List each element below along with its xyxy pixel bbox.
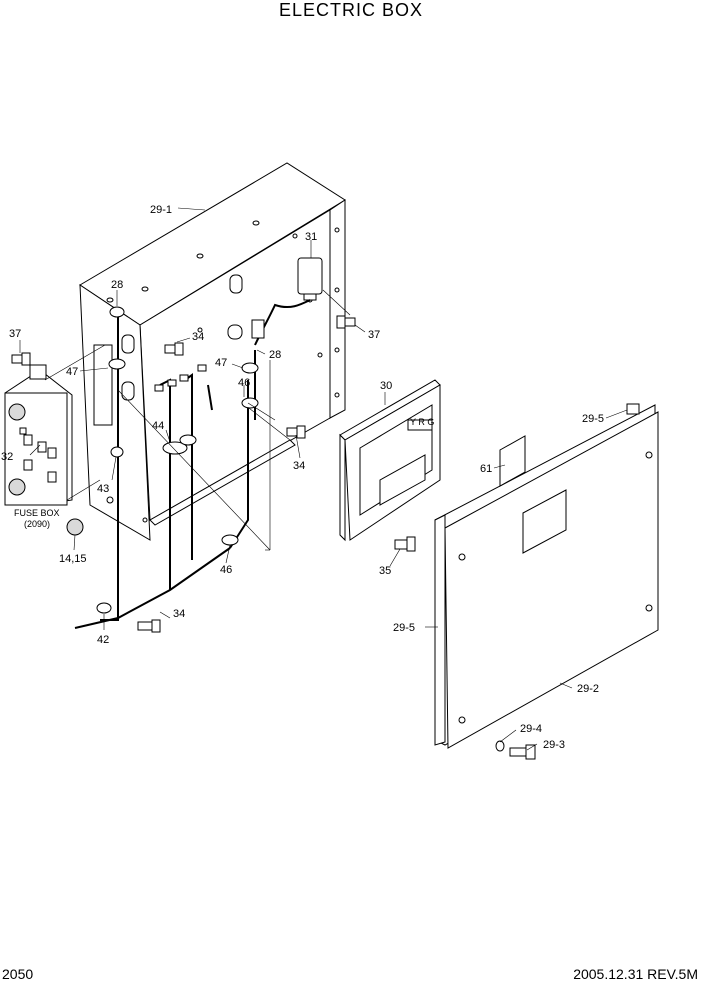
fuse-box-ref: (2090) xyxy=(24,519,50,529)
callout-37-right: 37 xyxy=(368,329,380,341)
leader-lines xyxy=(19,207,628,751)
page-number: 2050 xyxy=(2,966,34,982)
callout-28-right: 28 xyxy=(269,349,281,361)
callout-14-15: 14,15 xyxy=(59,553,87,565)
callout-29-3: 29-3 xyxy=(543,739,565,751)
callout-46-bottom: 46 xyxy=(220,564,232,576)
callout-29-2: 29-2 xyxy=(577,683,599,695)
callout-29-5-left: 29-5 xyxy=(393,622,415,634)
bolts xyxy=(11,315,536,760)
callout-43: 43 xyxy=(97,483,109,495)
wire-harness xyxy=(74,306,276,629)
callout-29-5-top: 29-5 xyxy=(582,413,604,425)
page-title: ELECTRIC BOX xyxy=(278,0,424,20)
callouts: 29-1 31 28 37 37 34 47 47 28 46 30 29-5 … xyxy=(1,204,604,751)
callout-29-4: 29-4 xyxy=(520,723,542,735)
cover-29-2 xyxy=(434,403,659,749)
fuse-box xyxy=(4,344,106,536)
callout-35: 35 xyxy=(379,565,391,577)
revision-date: 2005.12.31 REV.5M xyxy=(573,966,698,982)
callout-61: 61 xyxy=(480,463,492,475)
callout-44: 44 xyxy=(152,420,164,432)
callout-28-top: 28 xyxy=(111,279,123,291)
callout-34-mid: 34 xyxy=(293,460,305,472)
callout-31: 31 xyxy=(305,231,317,243)
callout-34-bottom: 34 xyxy=(173,608,185,620)
callout-30: 30 xyxy=(380,380,392,392)
fuse-box-label: FUSE BOX xyxy=(14,508,60,518)
callout-34-top: 34 xyxy=(192,331,204,343)
callout-47-right: 47 xyxy=(215,357,227,369)
callout-46-top: 46 xyxy=(238,377,250,389)
indicator-label: Y R G xyxy=(410,417,434,427)
callout-47-left: 47 xyxy=(66,366,78,378)
controller-30: Y R G xyxy=(339,379,441,542)
callout-29-1: 29-1 xyxy=(150,204,172,216)
callout-37-left: 37 xyxy=(9,328,21,340)
callout-42: 42 xyxy=(97,634,109,646)
box-housing xyxy=(79,162,346,541)
callout-32: 32 xyxy=(1,451,13,463)
